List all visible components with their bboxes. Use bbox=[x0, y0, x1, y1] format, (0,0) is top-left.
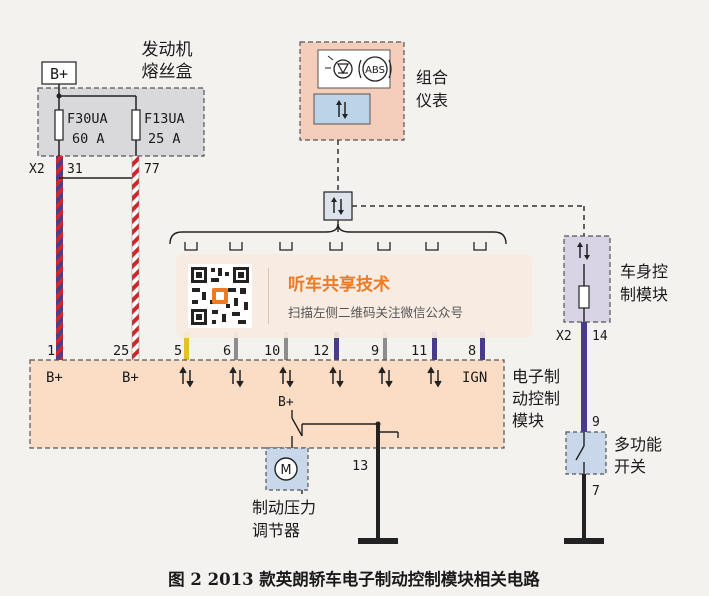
fuse-box: 发动机 熔丝盒 B+ F30UA 60 A F13UA 25 A X2 31 7… bbox=[29, 40, 205, 177]
pin-9-arrow-icon bbox=[378, 366, 393, 388]
warning-lamp-icon bbox=[325, 55, 353, 79]
ebcm-pin-arrow-icons bbox=[179, 366, 442, 388]
ebcm-ign-label: IGN bbox=[462, 370, 487, 386]
bus-splice bbox=[323, 191, 353, 221]
switch-ground-icon bbox=[564, 538, 604, 544]
body-module-resistor bbox=[578, 285, 590, 309]
motor-symbol: M bbox=[280, 463, 291, 478]
wire-pin-8 bbox=[480, 332, 485, 360]
qr-code-icon bbox=[188, 264, 252, 328]
watermark-divider bbox=[268, 268, 269, 324]
wire-pin-10 bbox=[284, 332, 288, 360]
ebcm-pin-5: 5 bbox=[174, 343, 182, 359]
module-pin-wires bbox=[184, 332, 485, 360]
fuse-box-supply-label: B+ bbox=[50, 65, 68, 83]
wire-red-purple bbox=[56, 156, 63, 360]
wire-body-to-switch bbox=[581, 322, 587, 432]
switch-title-2: 开关 bbox=[614, 457, 646, 476]
regulator-title-2: 调节器 bbox=[252, 521, 300, 540]
body-module-connector: X2 bbox=[556, 329, 572, 344]
regulator-title-1: 制动压力 bbox=[252, 498, 316, 517]
fuse-box-title-1: 发动机 bbox=[142, 40, 193, 60]
wire-pin-5 bbox=[184, 332, 189, 360]
instrument-cluster: ABS 组合 仪表 bbox=[299, 41, 448, 141]
ebcm-pin-1: 1 bbox=[47, 343, 55, 359]
fuse-a-symbol bbox=[54, 109, 64, 141]
cluster-title-1: 组合 bbox=[416, 68, 448, 87]
body-module-title-1: 车身控 bbox=[620, 262, 668, 281]
fuse-box-outline bbox=[37, 87, 205, 157]
ebcm-title-3: 模块 bbox=[512, 411, 544, 430]
wire-pin-11 bbox=[432, 332, 437, 360]
fuse-box-pin-b: 77 bbox=[144, 162, 160, 177]
watermark-banner: 听车共享技术 扫描左侧二维码关注微信公众号 bbox=[176, 254, 532, 338]
supply-wires bbox=[56, 155, 140, 361]
ebcm-pin-8: 8 bbox=[468, 343, 476, 359]
wire-pin-6 bbox=[234, 332, 238, 360]
pin-11-arrow-icon bbox=[427, 366, 442, 388]
body-module-pin: 14 bbox=[592, 329, 608, 344]
pin-6-arrow-icon bbox=[229, 366, 244, 388]
fuse-box-connector: X2 bbox=[29, 162, 45, 177]
abs-lamp-text: ABS bbox=[365, 65, 385, 76]
ground-circuit: 13 bbox=[352, 424, 398, 544]
ebcm-pin-6: 6 bbox=[223, 343, 231, 359]
body-control-module: 车身控 制模块 X2 14 bbox=[556, 235, 668, 344]
ground-pin-label: 13 bbox=[352, 458, 368, 474]
cluster-title-2: 仪表 bbox=[416, 91, 448, 110]
body-module-arrow-icon bbox=[577, 242, 590, 260]
figure-caption: 图 2 2013 款英朗轿车电子制动控制模块相关电路 bbox=[168, 569, 540, 589]
ebcm-title-1: 电子制 bbox=[512, 367, 560, 386]
ebcm-internal-bplus: B+ bbox=[278, 395, 294, 410]
switch-pin-top: 9 bbox=[592, 415, 600, 430]
switch-pin-bottom: 7 bbox=[592, 484, 600, 499]
ebcm-pin-9: 9 bbox=[371, 343, 379, 359]
watermark-subtitle: 扫描左侧二维码关注微信公众号 bbox=[288, 305, 464, 320]
wire-pin-9 bbox=[383, 332, 387, 360]
abs-lamp-icon: ABS bbox=[358, 56, 392, 82]
fuse-a-rating: 60 A bbox=[72, 131, 105, 147]
pin-10-arrow-icon bbox=[279, 366, 294, 388]
fuse-box-pin-a: 31 bbox=[67, 162, 83, 177]
switch-outline bbox=[565, 431, 607, 475]
splice-arrow-icon bbox=[331, 197, 344, 215]
fuse-b-name: F13UA bbox=[144, 111, 185, 127]
fuse-b-rating: 25 A bbox=[148, 131, 181, 147]
ebcm-module: 电子制 动控制 模块 1 25 5 6 10 12 9 11 8 B+ B+ I… bbox=[29, 343, 560, 449]
switch-contact-icon bbox=[575, 445, 585, 461]
ebcm-pin-25: 25 bbox=[113, 343, 129, 359]
wire-pin-12 bbox=[334, 332, 339, 360]
fuse-b-symbol bbox=[131, 109, 141, 141]
fuse-a-name: F30UA bbox=[67, 111, 108, 127]
pin-5-arrow-icon bbox=[179, 366, 194, 388]
internal-switch-contact bbox=[291, 417, 303, 437]
ebcm-bplus-label-2: B+ bbox=[122, 370, 139, 386]
watermark-title: 听车共享技术 bbox=[288, 275, 390, 295]
ebcm-bplus-label-1: B+ bbox=[46, 370, 63, 386]
ebcm-title-2: 动控制 bbox=[512, 389, 560, 408]
ground-symbol-icon bbox=[358, 538, 398, 544]
ebcm-outline bbox=[29, 359, 505, 449]
cluster-data-connector bbox=[313, 93, 371, 125]
multifunction-switch: 9 7 多功能 开关 bbox=[564, 415, 662, 544]
pin-12-arrow-icon bbox=[329, 366, 344, 388]
fuse-box-title-2: 熔丝盒 bbox=[142, 62, 193, 82]
ebcm-pin-12: 12 bbox=[313, 343, 329, 359]
ebcm-pin-11: 11 bbox=[411, 343, 427, 359]
switch-title-1: 多功能 bbox=[614, 435, 662, 454]
motor-icon bbox=[274, 457, 298, 481]
pressure-regulator: M 制动压力 调节器 bbox=[252, 447, 316, 540]
data-bus-lines bbox=[323, 140, 585, 236]
serial-data-bracket bbox=[169, 223, 507, 251]
ebcm-pin-10: 10 bbox=[264, 343, 280, 359]
bidirectional-arrow-icon bbox=[336, 100, 348, 119]
body-module-title-2: 制模块 bbox=[620, 285, 668, 304]
wire-red-white bbox=[131, 155, 140, 361]
